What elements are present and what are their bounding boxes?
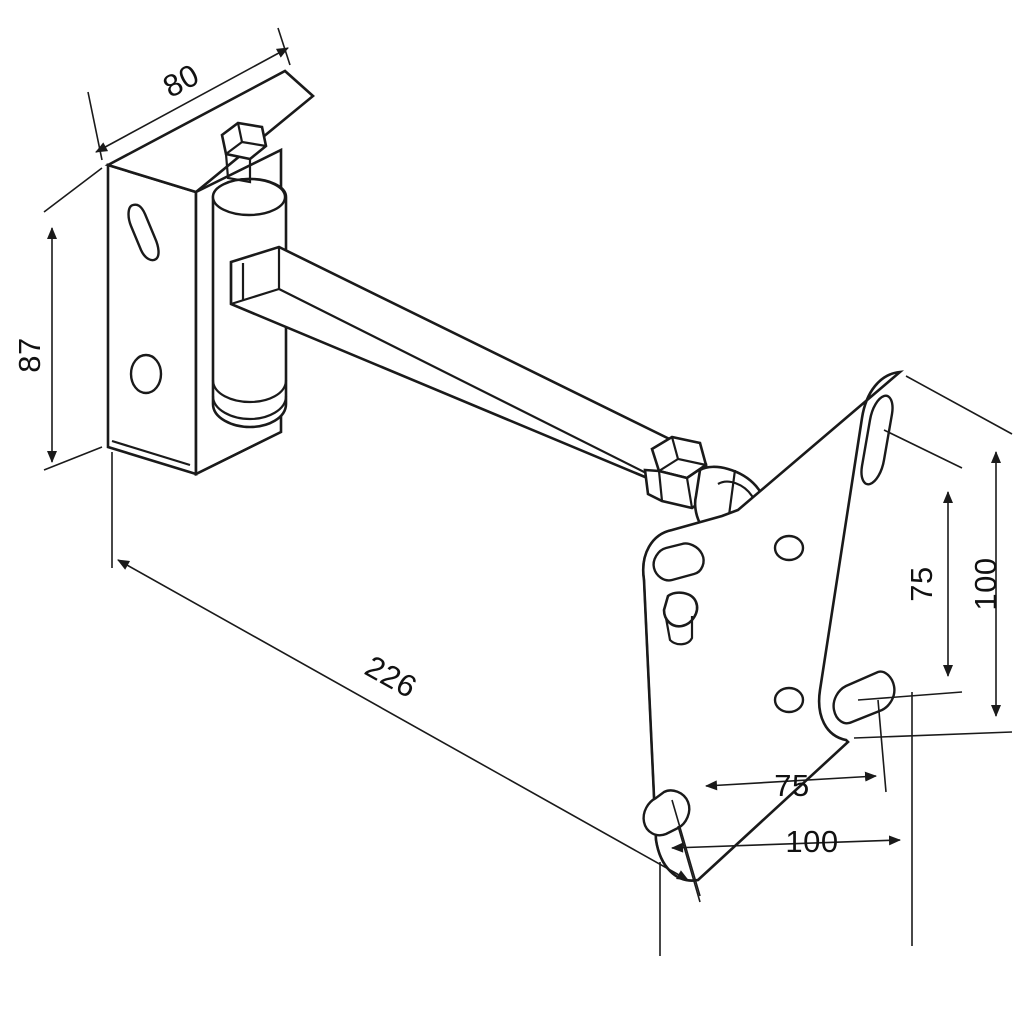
dimension-100-vertical: 100 — [853, 375, 1013, 739]
dimension-100-horizontal: 100 — [659, 692, 913, 956]
extension-arm — [229, 245, 702, 502]
dimension-label-75-horizontal: 75 — [774, 768, 809, 803]
joint-hex-bolt — [643, 435, 712, 510]
dimension-87: 87 — [12, 167, 103, 471]
dimension-label-100-horizontal: 100 — [785, 824, 838, 859]
dimension-label-100-vertical: 100 — [968, 557, 1003, 610]
bracket-assembly — [104, 69, 905, 882]
dimension-75-horizontal: 75 — [677, 699, 887, 903]
dimension-label-75-vertical: 75 — [904, 566, 939, 601]
dimension-226: 226 — [111, 452, 701, 897]
dimension-label-226: 226 — [359, 649, 423, 705]
vesa-plate — [641, 370, 905, 882]
dimension-75-vertical: 75 — [857, 429, 963, 701]
dimension-label-87: 87 — [12, 337, 47, 372]
